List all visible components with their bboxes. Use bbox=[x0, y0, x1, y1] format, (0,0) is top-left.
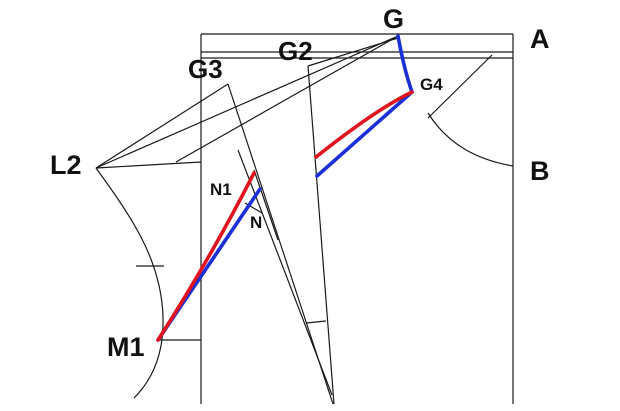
label-n: N bbox=[250, 213, 262, 232]
label-g3: G3 bbox=[188, 54, 223, 84]
label-g4: G4 bbox=[420, 75, 443, 94]
armhole-guide-line bbox=[427, 54, 493, 119]
line-g-to-l2-lower bbox=[175, 35, 399, 163]
dart-g3-ref-line bbox=[253, 169, 279, 241]
red-front-lower-curve bbox=[156, 171, 256, 342]
red-front-upper-curve bbox=[314, 90, 414, 159]
blue-front-upper-line bbox=[315, 90, 414, 178]
dart-bottom-tick bbox=[305, 320, 327, 324]
label-l2: L2 bbox=[50, 150, 82, 180]
blue-neck-curve bbox=[396, 34, 414, 94]
armhole-curve bbox=[427, 112, 514, 167]
label-g: G bbox=[383, 4, 404, 34]
line-l2-to-g3 bbox=[95, 83, 229, 169]
line-g2-to-g bbox=[307, 37, 399, 67]
side-seam-curve bbox=[95, 167, 164, 399]
label-b: B bbox=[530, 156, 550, 186]
label-a: A bbox=[530, 24, 550, 54]
line-l2-horizontal bbox=[95, 161, 202, 169]
dart-g2-right-leg bbox=[237, 149, 333, 396]
dart-g2-left-leg bbox=[307, 65, 335, 405]
label-m1: M1 bbox=[107, 332, 145, 362]
label-n1: N1 bbox=[210, 180, 232, 199]
line-g-to-l2 bbox=[95, 35, 399, 169]
label-g2: G2 bbox=[278, 36, 313, 66]
